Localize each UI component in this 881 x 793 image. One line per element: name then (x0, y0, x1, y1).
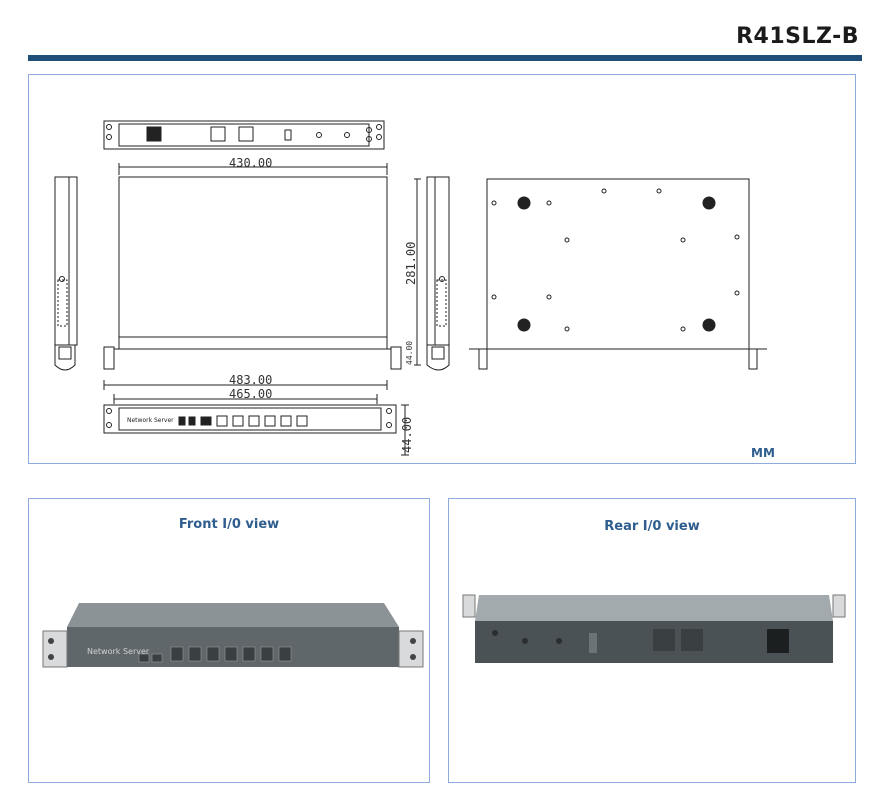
header-rule (28, 55, 862, 61)
rear-device-image (462, 594, 846, 663)
technical-drawing: 430.00 281.00 44.00 483.00 465.00 44.00 … (54, 120, 767, 456)
unit-label: MM (751, 446, 775, 460)
dim-width-outer: 483.00 (229, 373, 272, 387)
front-view-title: Front I/0 view (178, 517, 280, 532)
drawing-front-label: Network Server (127, 417, 174, 424)
dim-width-inner: 465.00 (229, 387, 272, 401)
dim-height-small: 44.00 (405, 341, 414, 365)
front-device-image: Network Server (42, 603, 424, 668)
drawing-panel: 430.00 281.00 44.00 483.00 465.00 44.00 … (28, 74, 856, 464)
dim-width-top: 430.00 (229, 156, 272, 170)
dim-height-front: 44.00 (400, 417, 414, 453)
top-view-outline (118, 176, 388, 350)
front-device-label: Network Server (87, 647, 150, 656)
model-title: R41SLZ-B (736, 24, 859, 49)
rear-view-panel: Rear I/0 view (448, 498, 856, 783)
rear-outline (103, 120, 385, 150)
dim-depth: 281.00 (404, 242, 418, 285)
rear-view-title: Rear I/0 view (604, 519, 700, 534)
front-view-panel: Front I/0 view Network Server (28, 498, 430, 783)
front-outline (103, 404, 397, 434)
